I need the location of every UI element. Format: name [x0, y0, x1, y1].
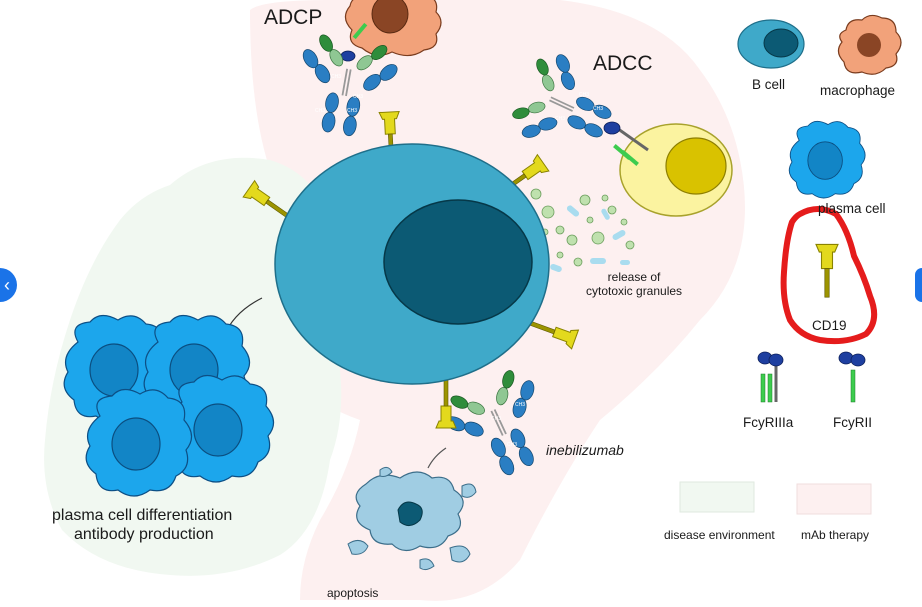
label-adcp: ADCP — [264, 6, 323, 29]
antibody-domain-label: CH3 — [593, 106, 603, 112]
legend-macrophage-label: macrophage — [820, 83, 896, 98]
antibody-domain-label: CH3 — [555, 116, 565, 122]
label-antibody-production: antibody production — [74, 526, 214, 543]
legend-cd19-label: CD19 — [812, 318, 847, 333]
label-plasma-differentiation: plasma cell differentiation — [52, 507, 233, 524]
legend-b-cell-icon — [737, 19, 805, 69]
antibody-domain-label: CH3 — [353, 94, 363, 100]
legend-disease-swatch — [679, 481, 755, 513]
legend-cd19-icon — [815, 243, 839, 298]
carousel-prev-button[interactable]: ‹ — [0, 268, 17, 302]
antibody-domain-label: CH3 — [491, 416, 501, 422]
fc-receptor-nk — [603, 121, 649, 166]
antibody-domain-label: CH3 — [515, 402, 525, 408]
nk-cell — [619, 123, 733, 217]
legend-fcgr3a-icon — [757, 351, 784, 403]
b-cell-main — [274, 143, 550, 385]
antibody-domain-label: CH3 — [579, 92, 589, 98]
legend-fcgr2-icon — [838, 351, 866, 403]
label-apoptosis: apoptosis — [327, 586, 379, 600]
antibody-domain-label: CH3 — [347, 108, 357, 114]
apoptotic-fragments — [347, 466, 477, 571]
legend-macrophage-icon — [837, 14, 902, 75]
label-inebilizumab: inebilizumab — [546, 442, 624, 458]
legend-plasma-cell-icon — [788, 120, 866, 199]
legend-fcgr2-label: FcyRII — [833, 415, 872, 430]
chevron-left-icon: ‹ — [4, 275, 10, 295]
label-granules: release of cytotoxic granules — [586, 270, 683, 298]
label-adcc: ADCC — [593, 52, 653, 75]
antibody-domain-label: CH3 — [331, 74, 341, 80]
antibody-domain-label: CH3 — [507, 442, 517, 448]
legend-mab-swatch — [796, 483, 872, 515]
legend-fcgr3a-label: FcyRIIIa — [743, 415, 794, 430]
arrow-to-apoptosis — [427, 447, 447, 469]
legend-plasma-cell-label: plasma cell — [818, 201, 886, 216]
legend-b-cell-label: B cell — [752, 77, 786, 92]
legend-disease-label: disease environment — [664, 528, 775, 542]
macrophage-cell — [344, 0, 442, 57]
carousel-next-button[interactable]: › — [915, 268, 922, 302]
red-annotation-circle — [780, 206, 878, 345]
legend-mab-label: mAb therapy — [801, 528, 870, 542]
antibody-domain-label: CH3 — [315, 108, 325, 114]
